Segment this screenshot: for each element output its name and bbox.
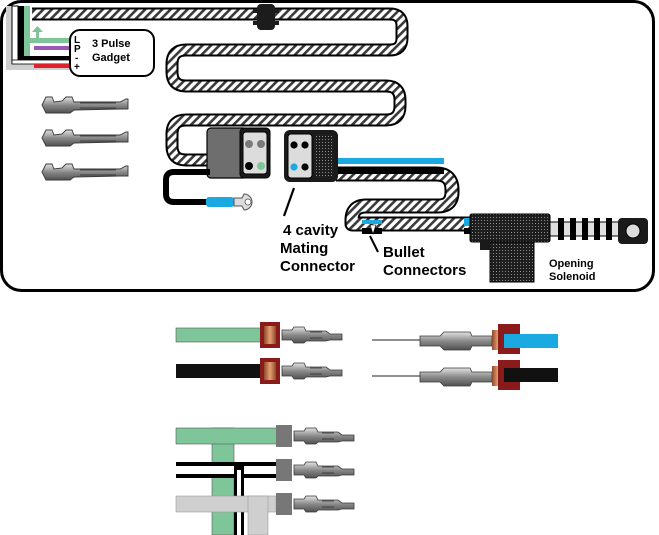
opening-solenoid (469, 213, 648, 283)
gadget-box (69, 29, 155, 77)
cavity-label-line3: Connector (280, 258, 355, 275)
solenoid-label-line1: Opening (549, 258, 594, 270)
bullet-connectors (362, 218, 474, 235)
gadget-label-line2: Gadget (92, 52, 130, 64)
cavity-label-line1: 4 cavity (283, 222, 339, 239)
bullet-crimp-detail (175, 322, 558, 390)
gadget-connector (206, 127, 271, 179)
pin-label-l: L (74, 35, 81, 46)
pin-label-p: P (74, 44, 81, 55)
bullet-pointer (369, 235, 379, 253)
bullet-label-line2: Connectors (383, 262, 467, 279)
pin-label-minus: - (75, 53, 79, 64)
ground-wire (163, 169, 253, 211)
four-cavity-connector (284, 130, 338, 182)
gadget-label-line1: 3 Pulse (92, 38, 131, 50)
bullet-label-line1: Bullet (383, 244, 425, 261)
pin-label-plus: + (74, 62, 80, 73)
grommet (257, 4, 275, 30)
gadget-input-wires (6, 5, 75, 70)
splice-detail (175, 425, 355, 535)
cavity-pointer (282, 187, 296, 217)
cavity-label-line2: Mating (280, 240, 329, 257)
harness-bundle (32, 7, 470, 232)
solenoid-label-line2: Solenoid (549, 271, 596, 283)
